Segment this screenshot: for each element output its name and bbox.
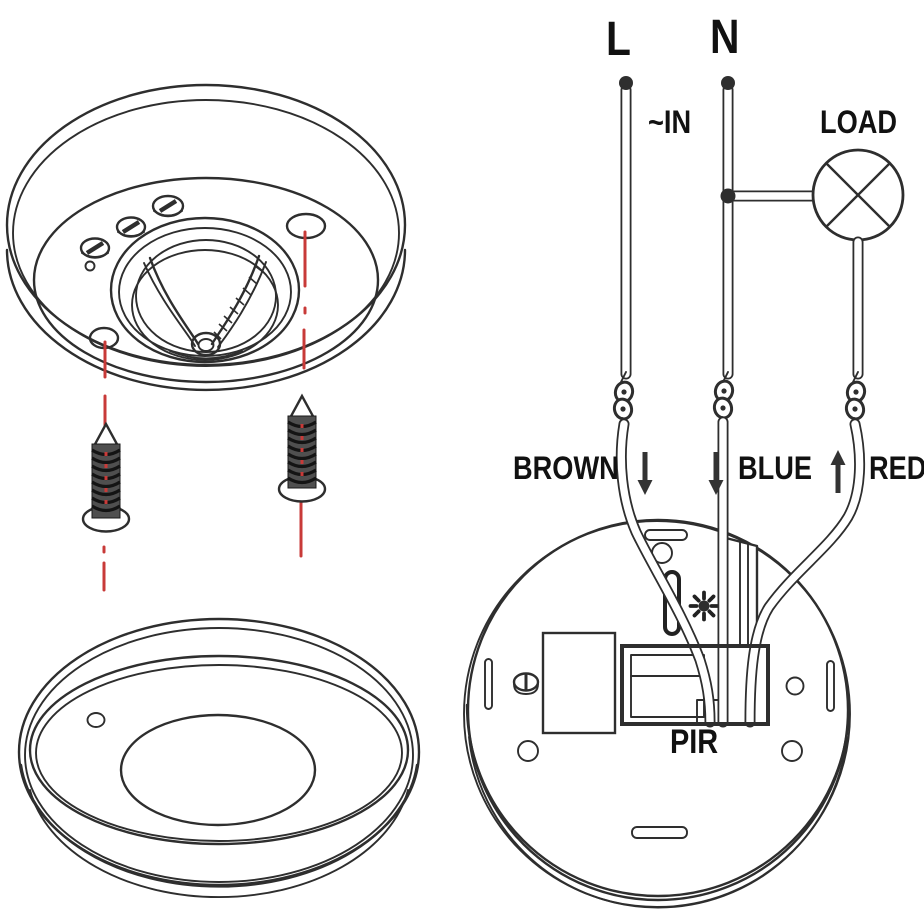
terminal-label-l: L <box>606 13 631 66</box>
load-label: LOAD <box>820 104 898 140</box>
daylight-level-icon <box>688 590 720 622</box>
cover-inner-opening <box>28 654 410 846</box>
alignment-guide-right <box>299 230 307 558</box>
slotted-adjuster-icon <box>115 216 147 238</box>
supply-wires <box>619 76 818 380</box>
cover-hole <box>86 712 106 728</box>
junction-dot <box>720 188 736 204</box>
arrow-down-brown <box>637 452 653 495</box>
sensor-side-wall <box>5 248 407 392</box>
cover-side-wall-2 <box>29 789 409 899</box>
mounting-screw-left <box>81 421 131 533</box>
screw-shaft <box>91 443 121 519</box>
twisted-wire-connector <box>712 371 735 425</box>
base-hole-left <box>517 740 539 762</box>
sensor-top-face-edge <box>32 176 380 384</box>
pir-label: PIR <box>670 723 719 761</box>
arrow-up-red <box>830 450 846 493</box>
base-hole-right-upper <box>785 676 805 696</box>
terminal-dot-l <box>619 76 633 90</box>
cover-center-recess <box>119 713 317 827</box>
cover-outer-inner-line <box>24 627 414 883</box>
wire-label-red: RED <box>869 450 924 486</box>
cover-inner-opening-2 <box>35 664 403 842</box>
lamp-load-icon <box>811 148 905 380</box>
sensor-outer-rim <box>5 83 407 367</box>
cover-outer-edge <box>17 617 421 887</box>
alignment-guide-left <box>102 340 107 592</box>
wire-label-blue: BLUE <box>738 450 813 486</box>
base-left-slot <box>484 658 493 710</box>
wire-label-brown: BROWN <box>513 450 619 486</box>
sensor-head-top-view <box>5 83 407 392</box>
dome-lens <box>109 216 301 364</box>
cover-ring <box>17 617 421 899</box>
slotted-adjuster-icon <box>79 237 111 259</box>
wire-direction-arrows <box>637 450 846 495</box>
terminal-screw <box>512 672 540 695</box>
dome-hatching <box>213 265 264 340</box>
base-wall-arc <box>465 703 851 898</box>
terminal-label-n: N <box>710 11 740 64</box>
wires-into-base <box>615 416 866 728</box>
base-top-slot <box>644 529 688 541</box>
screw-tip <box>287 393 317 420</box>
indicator-dot <box>84 260 96 272</box>
screw-tip <box>91 421 121 448</box>
base-hole-right <box>781 740 803 762</box>
twisted-wire-connector <box>612 371 635 426</box>
arrow-down-blue <box>708 452 724 495</box>
base-right-slot <box>826 660 835 712</box>
slotted-adjuster-icon <box>151 194 185 218</box>
cover-side-wall <box>19 763 419 888</box>
twisted-wire-connectors <box>612 371 867 426</box>
mounting-screw-right <box>277 393 327 503</box>
twisted-wire-connector <box>844 371 867 425</box>
terminal-block-outline-overlay <box>620 644 770 726</box>
terminal-dot-n <box>721 76 735 90</box>
base-bottom-slot <box>631 826 688 839</box>
wiring-schematic <box>463 76 905 909</box>
component-box <box>541 631 617 735</box>
input-label: ~IN <box>648 104 692 140</box>
adjuster-screws <box>79 194 185 272</box>
sensor-rim-inner-line <box>12 99 400 367</box>
base-wall-arc-2 <box>468 736 848 909</box>
